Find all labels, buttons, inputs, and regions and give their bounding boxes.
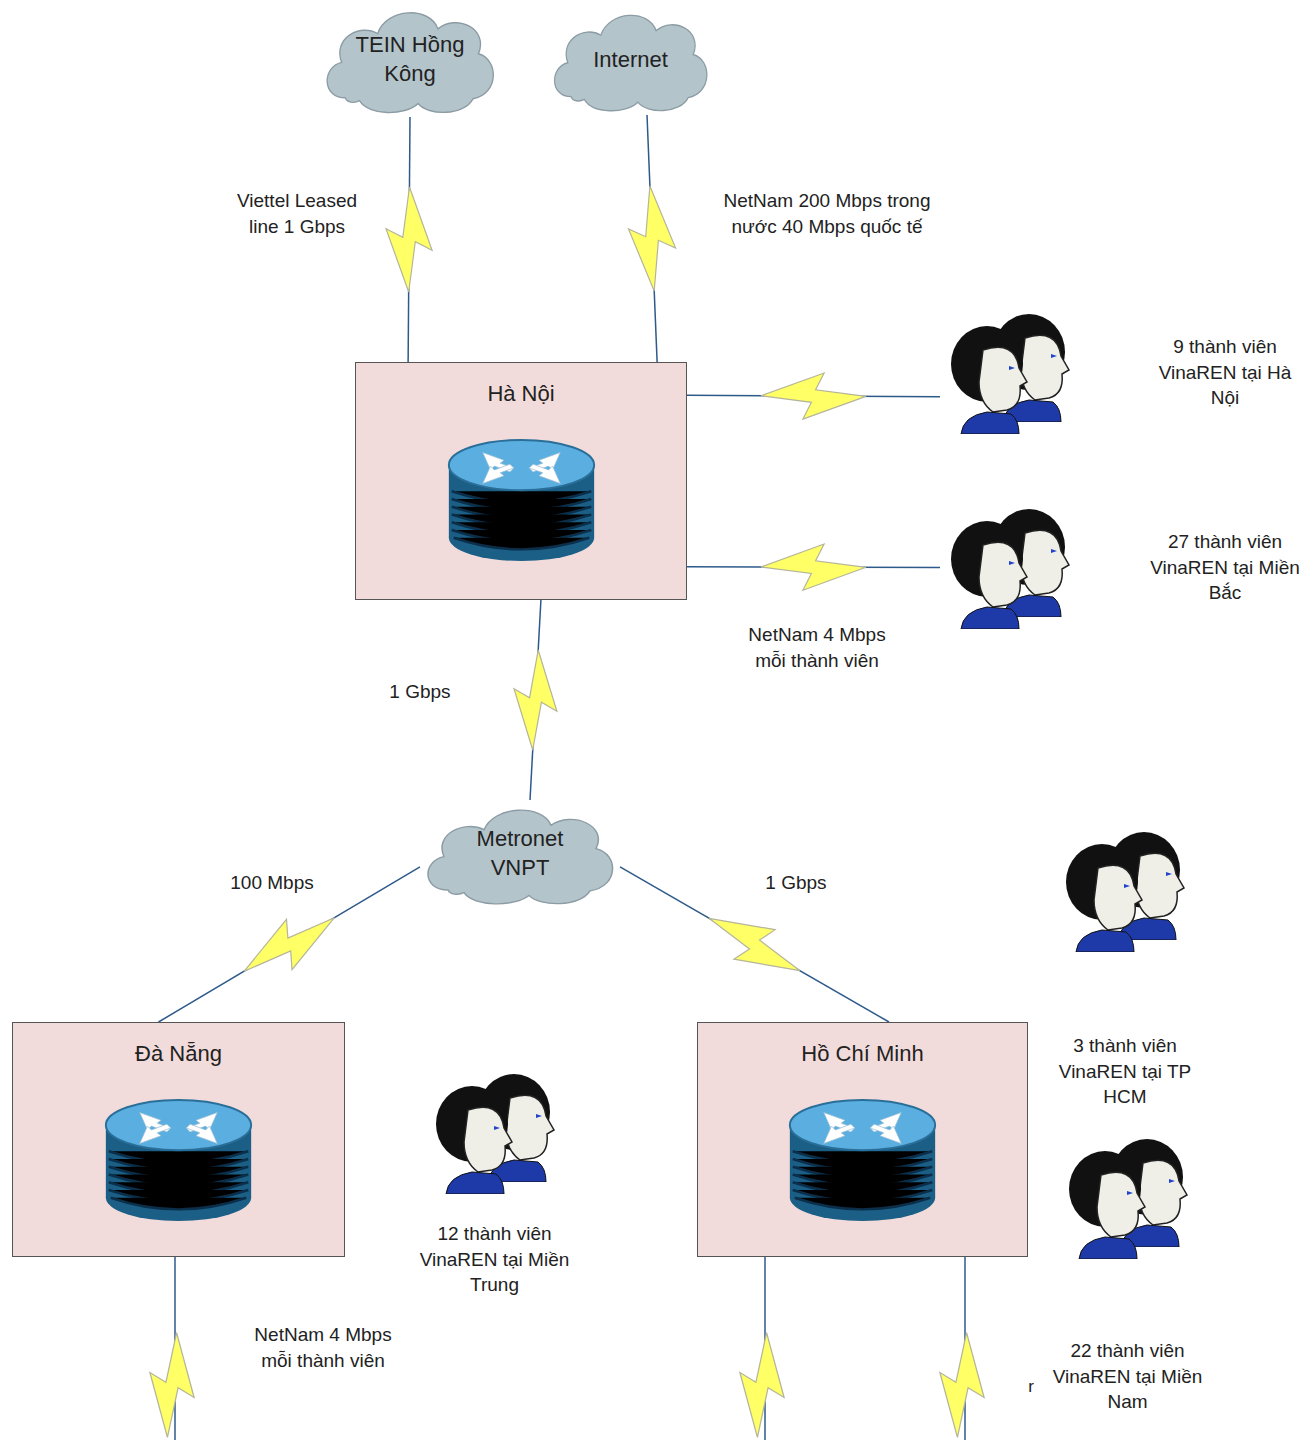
- link-connector: [514, 600, 557, 800]
- site-name: Đà Nẵng: [135, 1039, 222, 1069]
- site-box: Đà Nẵng: [12, 1022, 345, 1257]
- router-icon: [785, 1091, 940, 1227]
- member-group: 22 thành viên VinaREN tại Miền Nam: [1040, 1135, 1215, 1430]
- network-cloud: Internet: [548, 5, 713, 115]
- member-label: 22 thành viên VinaREN tại Miền Nam: [1050, 1338, 1205, 1415]
- people-icon: [945, 310, 1075, 435]
- link-label: 1 Gbps: [751, 870, 841, 896]
- cloud-label: Internet: [566, 46, 696, 75]
- member-group: 9 thành viên VinaREN tại Hà Nội: [940, 305, 1305, 440]
- site-box: Hà Nội: [355, 362, 687, 600]
- link-connector: [386, 117, 432, 362]
- people-icon: [1060, 828, 1190, 953]
- member-label: 12 thành viên VinaREN tại Miền Trung: [412, 1221, 577, 1298]
- router-icon: [444, 431, 599, 567]
- note-label: r: [1024, 1376, 1038, 1399]
- link-connector: [620, 867, 889, 1022]
- cloud-label: Metronet VNPT: [450, 825, 590, 882]
- network-cloud: TEIN Hồng Kông: [320, 2, 500, 117]
- link-connector: [687, 544, 940, 590]
- link-connector: [687, 373, 940, 419]
- link-connector: [159, 867, 420, 1022]
- network-cloud: Metronet VNPT: [420, 800, 620, 908]
- link-label: Viettel Leased line 1 Gbps: [233, 188, 361, 239]
- people-icon: [945, 505, 1075, 630]
- site-name: Hồ Chí Minh: [801, 1039, 923, 1069]
- member-group: 3 thành viên VinaREN tại TP HCM: [1040, 828, 1210, 1128]
- site-name: Hà Nội: [487, 379, 554, 409]
- member-group: 12 thành viên VinaREN tại Miền Trung: [400, 1070, 589, 1315]
- people-icon: [1063, 1135, 1193, 1260]
- cloud-shape: [320, 2, 500, 117]
- note-label: NetNam 4 Mbps mỗi thành viên: [241, 1322, 406, 1373]
- cloud-label: TEIN Hồng Kông: [345, 31, 475, 88]
- link-connector: [629, 115, 676, 362]
- link-label: 1 Gbps: [375, 679, 465, 705]
- link-label: NetNam 200 Mbps trong nước 40 Mbps quốc …: [707, 188, 947, 239]
- member-label: 3 thành viên VinaREN tại TP HCM: [1050, 1033, 1200, 1110]
- site-box: Hồ Chí Minh: [697, 1022, 1028, 1257]
- member-label: 9 thành viên VinaREN tại Hà Nội: [1145, 334, 1305, 411]
- member-group: 27 thành viên VinaREN tại Miền Bắc: [940, 500, 1305, 635]
- link-label: NetNam 4 Mbps mỗi thành viên: [735, 622, 900, 673]
- link-label: 100 Mbps: [217, 870, 327, 896]
- people-icon: [430, 1070, 560, 1195]
- router-icon: [101, 1091, 256, 1227]
- member-label: 27 thành viên VinaREN tại Miền Bắc: [1145, 529, 1305, 606]
- cloud-shape: [420, 800, 620, 908]
